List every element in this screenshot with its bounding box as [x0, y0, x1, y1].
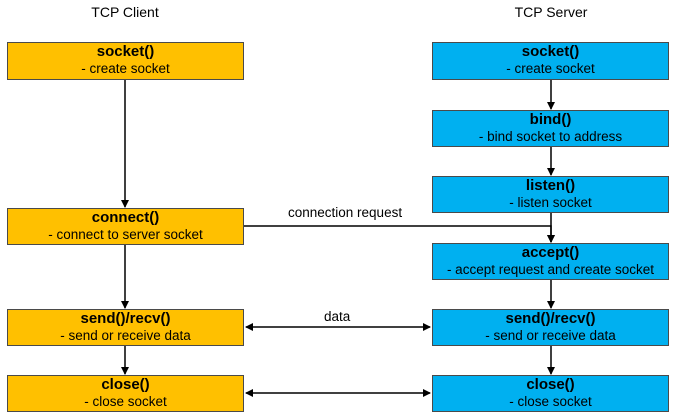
server-column-title: TCP Server — [514, 4, 588, 20]
client-socket-box: socket() - create socket — [7, 42, 244, 80]
server-sendrecv-desc: - send or receive data — [485, 328, 616, 343]
server-accept-desc: - accept request and create socket — [446, 262, 655, 277]
connection-request-label: connection request — [288, 205, 403, 220]
data-label: data — [324, 309, 351, 324]
server-listen-box: listen() - listen socket — [432, 176, 669, 213]
server-socket-fn: socket() — [521, 43, 580, 60]
client-connect-desc: - connect to server socket — [48, 227, 203, 242]
client-socket-fn: socket() — [96, 43, 155, 60]
server-close-desc: - close socket — [509, 394, 592, 409]
server-listen-fn: listen() — [525, 177, 576, 194]
server-socket-box: socket() - create socket — [432, 42, 669, 80]
server-sendrecv-box: send()/recv() - send or receive data — [432, 309, 669, 346]
client-close-box: close() - close socket — [7, 375, 244, 412]
server-close-fn: close() — [526, 376, 575, 393]
client-connect-box: connect() - connect to server socket — [7, 208, 244, 245]
server-close-box: close() - close socket — [432, 375, 669, 412]
server-bind-box: bind() - bind socket to address — [432, 110, 669, 147]
client-close-fn: close() — [101, 376, 150, 393]
server-socket-desc: - create socket — [506, 61, 595, 76]
client-column-title: TCP Client — [91, 4, 159, 20]
server-accept-fn: accept() — [521, 244, 580, 261]
server-accept-box: accept() - accept request and create soc… — [432, 243, 669, 280]
client-socket-desc: - create socket — [81, 61, 170, 76]
client-connect-fn: connect() — [91, 209, 160, 226]
server-listen-desc: - listen socket — [509, 195, 592, 210]
client-sendrecv-desc: - send or receive data — [60, 328, 191, 343]
server-bind-desc: - bind socket to address — [478, 129, 623, 144]
arrow-connection-request — [244, 225, 555, 243]
server-sendrecv-fn: send()/recv() — [505, 310, 596, 327]
client-sendrecv-box: send()/recv() - send or receive data — [7, 309, 244, 346]
client-sendrecv-fn: send()/recv() — [80, 310, 171, 327]
server-bind-fn: bind() — [529, 111, 572, 128]
client-close-desc: - close socket — [84, 394, 167, 409]
